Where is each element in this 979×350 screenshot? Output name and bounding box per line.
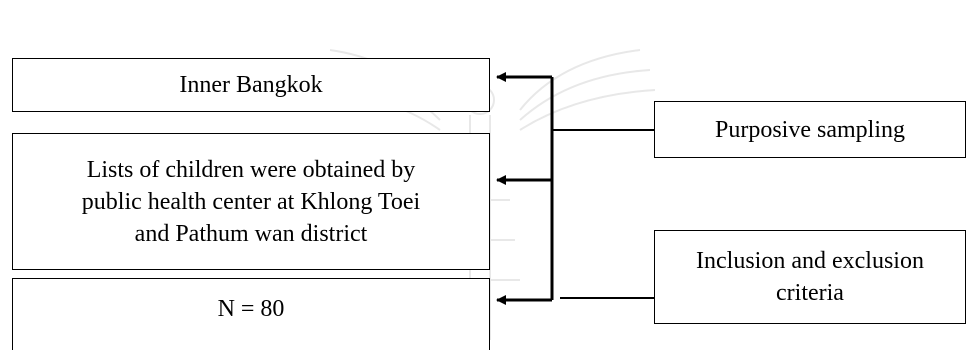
purposive-sampling-label: Purposive sampling (715, 116, 905, 143)
inner-bangkok-label: Inner Bangkok (179, 72, 323, 98)
inclusion-exclusion-label: Inclusion and exclusion criteria (696, 248, 924, 306)
inclusion-exclusion-box: Inclusion and exclusion criteria (654, 230, 966, 324)
lists-of-children-label: Lists of children were obtained by publi… (81, 156, 421, 247)
purposive-sampling-box: Purposive sampling (654, 101, 966, 158)
sample-size-box: N = 80 (12, 278, 490, 350)
inner-bangkok-box: Inner Bangkok (12, 58, 490, 112)
sample-size-label: N = 80 (217, 296, 285, 322)
lists-of-children-box: Lists of children were obtained by publi… (12, 133, 490, 270)
